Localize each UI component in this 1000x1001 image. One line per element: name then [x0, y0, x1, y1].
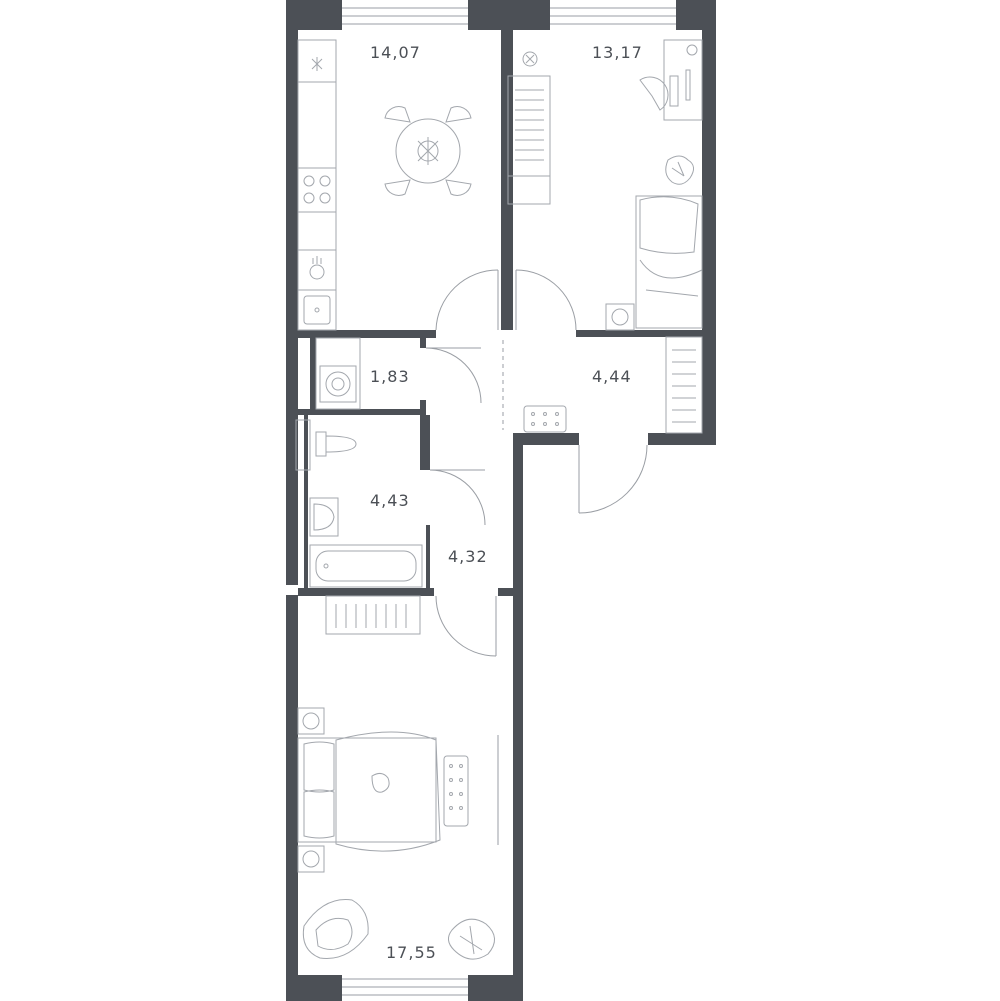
kettle-icon: [309, 256, 325, 280]
wardrobe-icon: [325, 595, 421, 635]
kitchen-furniture: [297, 39, 472, 331]
desk-icon: [639, 39, 703, 121]
armchair-icon: [302, 899, 369, 959]
main-bedroom-furniture: [297, 595, 495, 960]
small-bedroom-furniture: [507, 39, 703, 331]
single-bed-icon: [635, 195, 703, 329]
corridor-area-label: 4,32: [448, 547, 488, 566]
area-labels: 14,07 13,17 1,83 4,44 4,43 4,32 17,55: [370, 43, 643, 962]
hall-closet-area-label: 4,44: [592, 367, 632, 386]
hall-furniture: [523, 336, 703, 434]
walls: [286, 0, 716, 1001]
windows: [342, 7, 676, 996]
plant-icon: [665, 155, 694, 185]
sink-icon: [309, 497, 339, 537]
stove-icon: [303, 175, 331, 204]
bench-icon: [443, 755, 469, 827]
shoe-rack-icon: [523, 405, 567, 433]
utility-furniture: [315, 337, 361, 410]
wardrobe-icon: [507, 75, 551, 205]
kitchen-area-label: 14,07: [370, 43, 421, 62]
doors: [425, 269, 648, 845]
dining-table-icon: [384, 106, 472, 196]
small-bedroom-area-label: 13,17: [592, 43, 643, 62]
nightstand-icon: [297, 845, 325, 873]
nightstand-icon: [297, 707, 325, 735]
sink-icon: [303, 295, 331, 325]
bathroom-furniture: [295, 419, 423, 588]
bathtub-icon: [309, 544, 423, 588]
plant-icon: [448, 918, 495, 960]
main-bedroom-area-label: 17,55: [386, 943, 437, 962]
lamp-icon: [605, 303, 635, 331]
toilet-icon: [315, 431, 357, 457]
double-bed-icon: [297, 731, 441, 852]
utility-area-label: 1,83: [370, 367, 410, 386]
extractor-icon: [311, 57, 323, 71]
bathroom-area-label: 4,43: [370, 491, 410, 510]
ball-icon: [522, 51, 538, 67]
